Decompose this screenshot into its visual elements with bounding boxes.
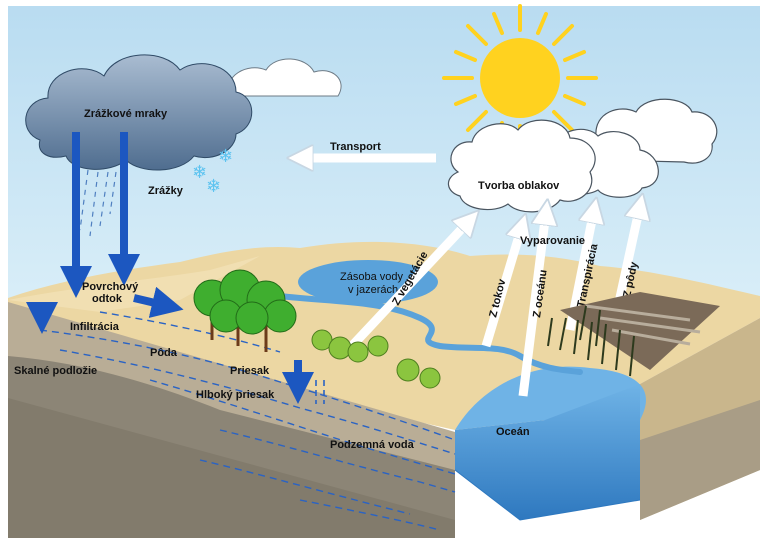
bedrock-label: Skalné podložie — [14, 365, 97, 377]
background-cloud — [228, 58, 342, 97]
river-evaporation-arrow — [481, 226, 522, 348]
lake-storage-label-2: v jazerách — [348, 284, 398, 296]
deep-seepage-label: Hlboký priesak — [196, 389, 275, 401]
runoff-arrow — [133, 286, 184, 318]
surface-runoff-label-1: Povrchový — [82, 281, 139, 293]
formation-cloud — [447, 98, 718, 213]
snowflake-icon: ❄ ❄ ❄ — [192, 146, 233, 197]
ocean-body — [455, 384, 640, 520]
svg-text:❄: ❄ — [206, 176, 221, 197]
surface-runoff-label-2: odtok — [92, 293, 123, 305]
rain-clouds-label: Zrážkové mraky — [84, 108, 168, 120]
groundwater-flow-lines — [39, 311, 456, 531]
svg-text:❄: ❄ — [192, 162, 207, 183]
ocean-evaporation-arrow — [518, 212, 546, 397]
precipitation-label: Zrážky — [148, 185, 184, 197]
groundwater-label: Podzemná voda — [330, 439, 415, 451]
seepage-label: Priesak — [230, 365, 270, 377]
rain-cloud-icon — [25, 54, 253, 237]
ocean-label: Oceán — [496, 426, 530, 438]
crop-field-icon — [547, 292, 720, 377]
cloud-formation-label: Tvorba oblakov — [478, 180, 560, 192]
transport-label: Transport — [330, 141, 381, 153]
tree-icon — [193, 269, 297, 352]
vegetation-evaporation-arrow — [346, 220, 470, 352]
lake-storage-label-1: Zásoba vody — [340, 271, 403, 283]
small-trees — [311, 329, 441, 389]
svg-text:❄: ❄ — [218, 146, 233, 167]
infiltration-label: Infiltrácia — [70, 321, 120, 333]
evaporation-label: Vyparovanie — [520, 235, 585, 247]
soil-label: Pôda — [150, 347, 178, 359]
